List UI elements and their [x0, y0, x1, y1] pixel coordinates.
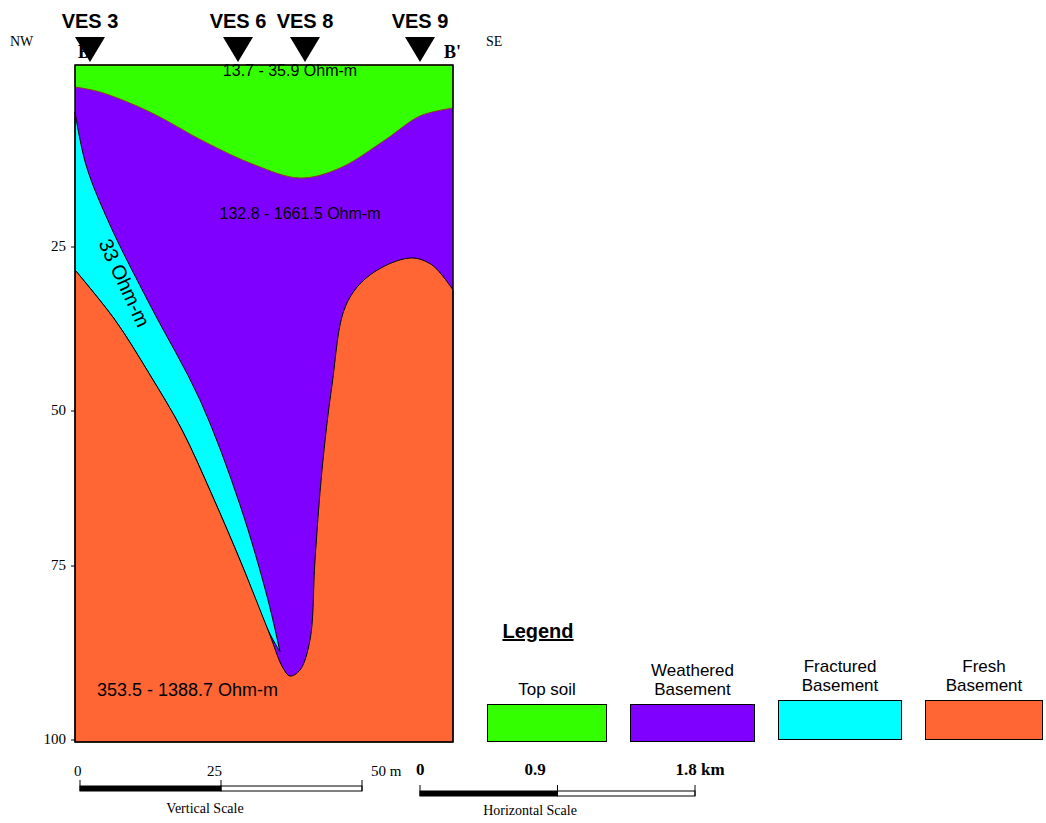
depth-tick — [71, 566, 75, 567]
scale-number: 0 — [416, 760, 425, 780]
scale-title: Vertical Scale — [166, 801, 243, 817]
ves-marker — [290, 37, 320, 62]
scale-title: Horizontal Scale — [483, 803, 577, 819]
resistivity-label: 13.7 - 35.9 Ohm-m — [223, 62, 357, 80]
ves-marker — [405, 37, 435, 62]
topsoil-layer — [75, 65, 453, 178]
depth-label: 100 — [44, 731, 67, 748]
direction-label: SE — [486, 34, 502, 50]
horizontal-scale-bar-tick — [420, 785, 421, 796]
weathered-layer — [75, 65, 453, 742]
ves-marker — [75, 37, 105, 62]
legend-label: Top soil — [485, 680, 609, 700]
direction-label: NW — [10, 34, 33, 50]
fresh-basement-layer — [75, 258, 453, 742]
legend-heading: Legend — [502, 620, 573, 643]
vertical-scale-bar-tick — [80, 780, 81, 791]
scale-unit: 50 m — [371, 763, 401, 780]
profile-end-label: B — [78, 42, 90, 63]
depth-label: 50 — [51, 402, 66, 419]
vertical-scale-bar — [221, 786, 362, 791]
station-label: VES 8 — [277, 10, 334, 33]
legend-label: Weathered Basement — [628, 661, 757, 700]
depth-tick — [71, 740, 75, 741]
vertical-scale-bar-tick — [221, 780, 222, 791]
vertical-scale-bar-tick — [362, 780, 363, 791]
depth-label: 75 — [51, 557, 66, 574]
resistivity-label: 353.5 - 1388.7 Ohm-m — [97, 680, 278, 701]
depth-tick — [71, 411, 75, 412]
legend-swatch — [630, 704, 755, 742]
horizontal-scale-bar — [420, 791, 558, 796]
legend-swatch — [487, 704, 607, 742]
scale-number: 0.9 — [524, 760, 545, 780]
profile-end-label: B' — [444, 42, 461, 63]
scale-number: 25 — [207, 763, 222, 780]
legend-label: Fresh Basement — [923, 657, 1045, 696]
scale-number: 0 — [74, 763, 82, 780]
vertical-scale-bar — [80, 786, 221, 791]
section-frame — [75, 65, 453, 742]
station-label: VES 9 — [392, 10, 449, 33]
legend-swatch — [778, 700, 902, 740]
legend-label: Fractured Basement — [776, 657, 904, 696]
horizontal-scale-bar-tick — [695, 785, 696, 796]
station-label: VES 6 — [210, 10, 267, 33]
horizontal-scale-bar-tick — [557, 785, 558, 796]
scale-unit: 1.8 km — [675, 760, 724, 780]
station-label: VES 3 — [62, 10, 119, 33]
depth-tick — [71, 247, 75, 248]
legend-swatch — [925, 700, 1043, 740]
resistivity-label: 132.8 - 1661.5 Ohm-m — [220, 205, 381, 223]
horizontal-scale-bar — [558, 791, 696, 796]
depth-label: 25 — [51, 238, 66, 255]
ves-marker — [223, 37, 253, 62]
